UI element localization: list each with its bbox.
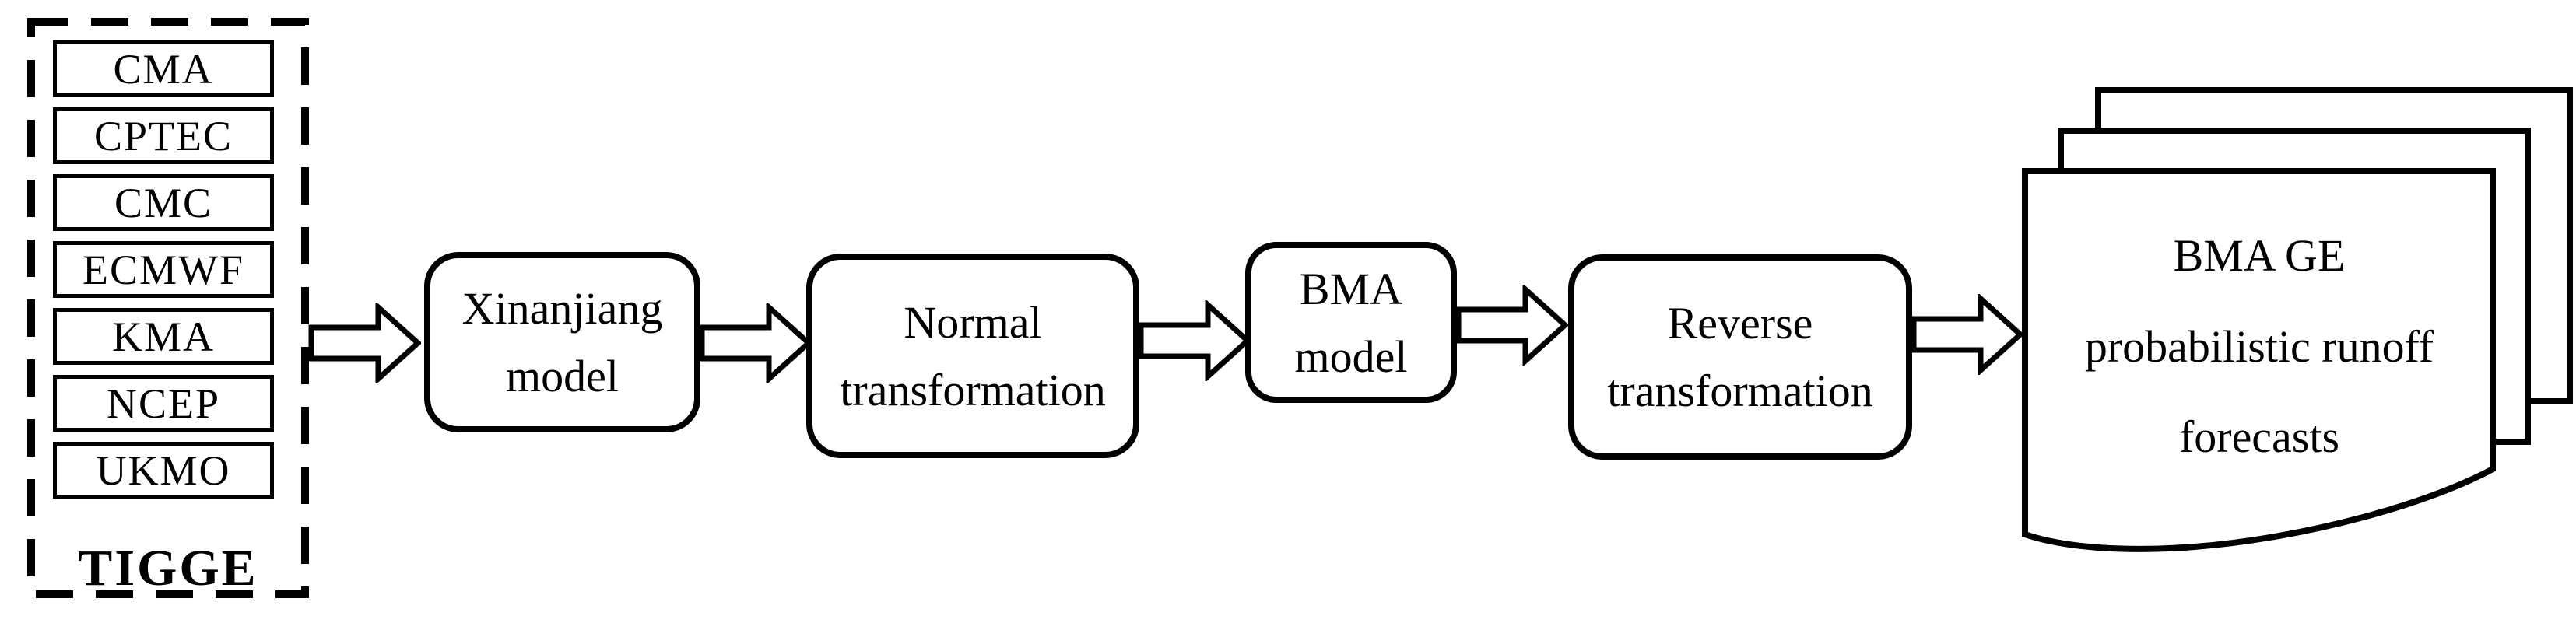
flow-arrow-icon	[1911, 294, 2023, 375]
output-line: forecasts	[2178, 411, 2340, 463]
process-box-bma-model: BMA model	[1245, 242, 1457, 403]
ensemble-label: NCEP	[106, 380, 221, 427]
process-box-line: model	[506, 351, 619, 401]
flow-arrow-icon	[1138, 300, 1251, 381]
flow-arrow-icon	[1455, 285, 1568, 366]
output-line: probabilistic runoff	[2084, 320, 2434, 372]
ensemble-label: CPTEC	[93, 112, 233, 159]
tigge-group-label: TIGGE	[78, 540, 258, 597]
document-stack-icon	[2022, 87, 2573, 552]
ensemble-box-cptec: CPTEC	[53, 107, 274, 164]
process-box-line: model	[1294, 331, 1408, 382]
ensemble-label: ECMWF	[82, 246, 245, 293]
ensemble-label: CMA	[113, 45, 214, 93]
process-box-line: BMA	[1299, 263, 1403, 314]
process-box-line: Normal	[904, 296, 1042, 348]
ensemble-box-kma: KMA	[53, 308, 274, 365]
process-box-xinanjiang-model: Xinanjiang model	[424, 252, 700, 432]
ensemble-box-ukmo: UKMO	[53, 442, 274, 499]
ensemble-box-cmc: CMC	[53, 174, 274, 231]
process-box-line: Xinanjiang	[462, 283, 663, 334]
ensemble-label: KMA	[111, 313, 215, 360]
ensemble-box-ecmwf: ECMWF	[53, 241, 274, 298]
process-box-reverse-transformation: Reverse transformation	[1568, 254, 1912, 460]
flow-arrow-icon	[699, 303, 812, 383]
document-sheet-front	[2022, 168, 2496, 552]
output-document-text: BMA GE probabilistic runoff forecasts	[2030, 176, 2489, 518]
output-line: BMA GE	[2173, 229, 2346, 281]
ensemble-box-ncep: NCEP	[53, 375, 274, 432]
process-box-line: transformation	[1607, 366, 1873, 416]
ensemble-label: CMC	[114, 179, 213, 226]
process-box-line: transformation	[840, 364, 1106, 415]
flow-arrow-icon	[308, 303, 421, 383]
process-box-line: Reverse	[1667, 298, 1813, 348]
tigge-dashed-border	[27, 18, 309, 598]
ensemble-box-cma: CMA	[53, 40, 274, 97]
ensemble-member-list: CMA CPTEC CMC ECMWF KMA NCEP UKMO	[53, 40, 274, 499]
process-box-normal-transformation: Normal transformation	[806, 254, 1139, 458]
ensemble-label: UKMO	[96, 446, 231, 494]
